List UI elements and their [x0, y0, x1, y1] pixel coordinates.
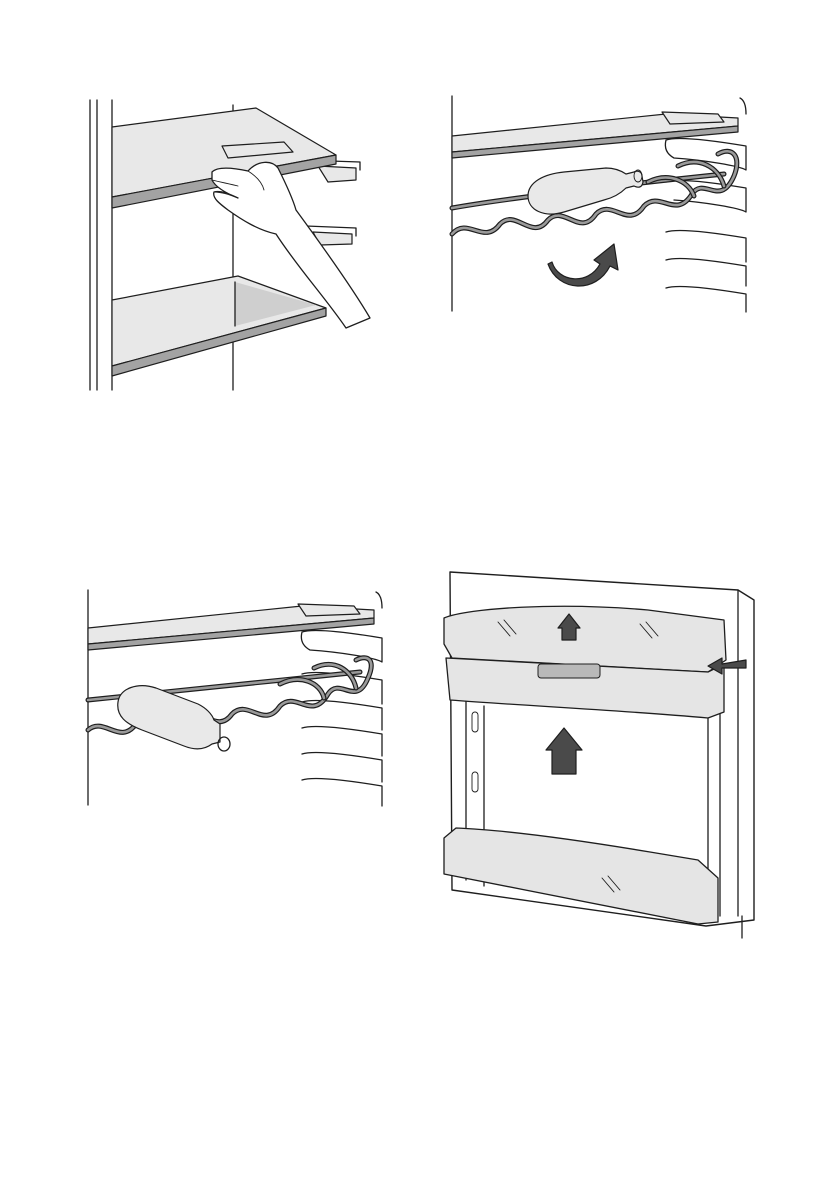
figure-shelf-removal [88, 100, 378, 395]
figure-bottle-rack-lift [448, 96, 750, 318]
bottle-rack-fitted-illustration [84, 590, 386, 812]
shelf-removal-illustration [88, 100, 378, 395]
figure-door-balcony-removal [438, 560, 758, 940]
door-balcony-removal-illustration [438, 560, 758, 940]
figure-bottle-rack-fitted [84, 590, 386, 812]
bottle-rack-lift-illustration [448, 96, 750, 318]
